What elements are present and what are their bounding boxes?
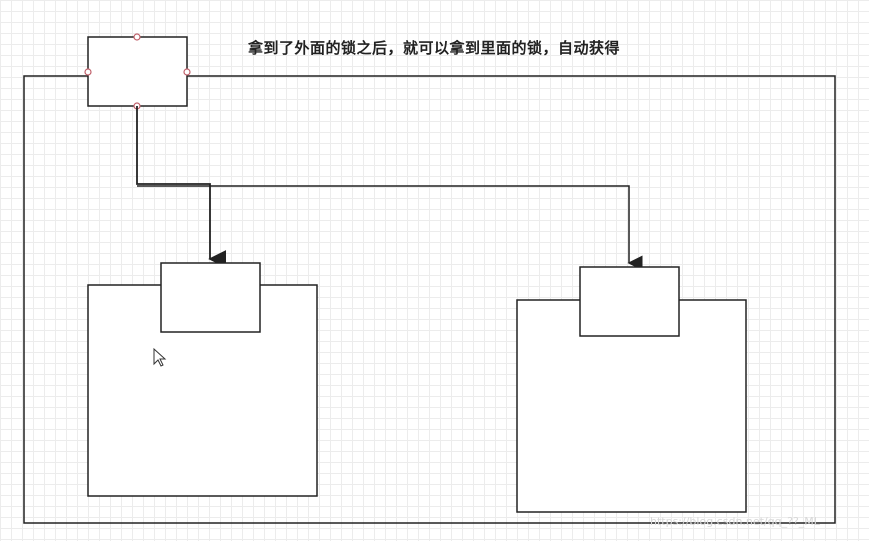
outer-lock-box[interactable] (87, 36, 188, 107)
connector-to-left-lock (136, 106, 227, 268)
watermark-url: https://blog.csdn.net/qq_??_ML (650, 515, 820, 528)
connector-to-right-lock (137, 185, 643, 271)
left-inner-lock-box (160, 262, 261, 333)
diagram-title: 拿到了外面的锁之后，就可以拿到里面的锁，自动获得 (248, 39, 621, 57)
selection-handle-left[interactable] (84, 68, 92, 76)
mouse-cursor-icon (153, 347, 167, 367)
selection-handle-right[interactable] (183, 68, 191, 76)
right-inner-lock-box (579, 266, 680, 337)
outer-container (23, 75, 836, 524)
selection-handle-top[interactable] (133, 33, 141, 41)
